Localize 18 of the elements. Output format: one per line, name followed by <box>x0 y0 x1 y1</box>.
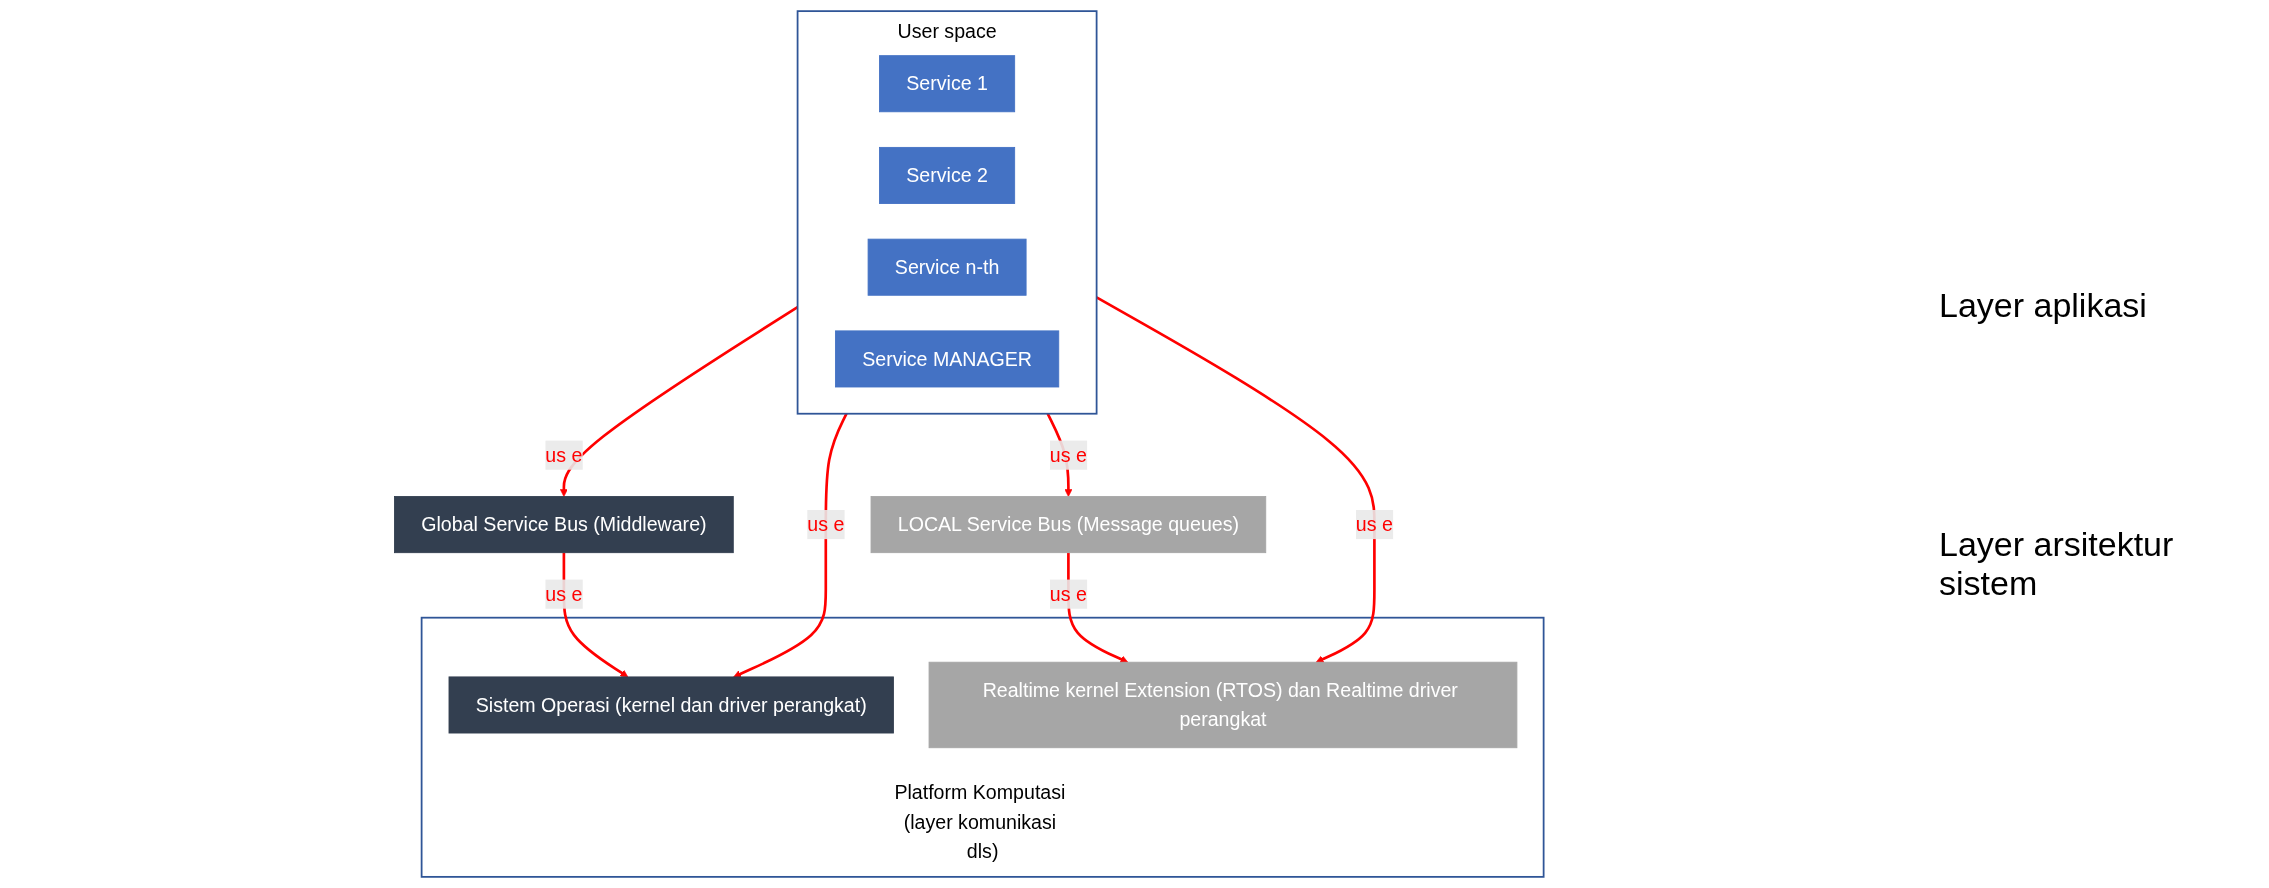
node-box: Service MANAGER <box>835 330 1060 388</box>
edge-label: us e <box>1356 513 1394 536</box>
arrow <box>560 306 799 497</box>
node-box: Realtime kernel Extension (RTOS) dan Realtime driver perangkat <box>929 661 1518 749</box>
node-box: Global Service Bus (Middleware) <box>394 496 735 554</box>
edge-label: us e <box>1050 444 1088 467</box>
edge-label: us e <box>545 582 583 606</box>
layer-label: Layer aplikasi <box>1939 285 2148 325</box>
edge-label: us e <box>1050 582 1088 606</box>
edge-label: us e <box>807 513 845 536</box>
node-box: Service 2 <box>879 146 1016 204</box>
layer-label: Layer arsitektur sistem <box>1939 524 2175 603</box>
node-box: Sistem Operasi (kernel dan driver perangkat) <box>448 676 895 734</box>
edge-label: us e <box>545 444 583 467</box>
node-box: Service 1 <box>879 55 1016 113</box>
node-box: Service n-th <box>868 238 1027 296</box>
node-box: LOCAL Service Bus (Message queues) <box>871 496 1267 554</box>
arrow <box>733 413 849 678</box>
